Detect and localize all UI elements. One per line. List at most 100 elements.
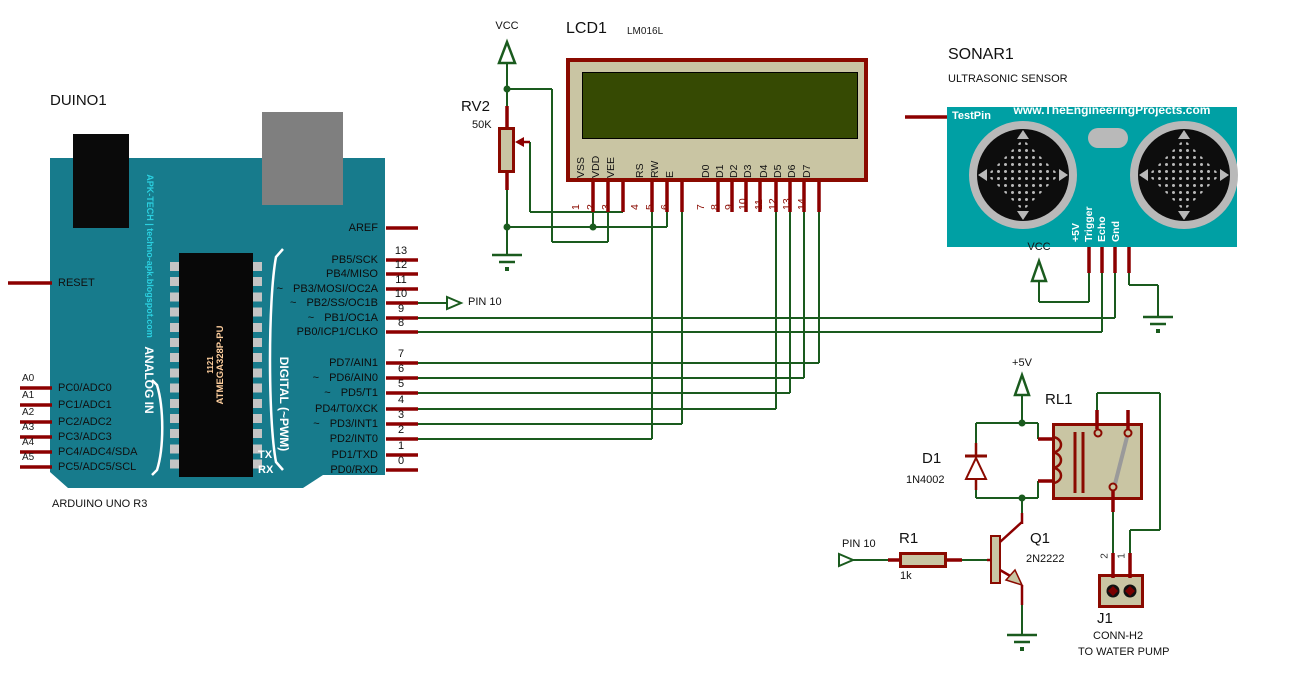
lcd-pin-name: D3 <box>742 164 754 178</box>
transistor-part: 2N2222 <box>1026 553 1065 565</box>
lcd-pin-name: RW <box>649 160 661 178</box>
analog-pin-name: A0 <box>22 373 35 384</box>
lcd-pin-number: 7 <box>695 204 707 210</box>
resistor-ref: R1 <box>899 530 919 547</box>
lcd-pin-name: D0 <box>700 164 712 178</box>
lcd-pin-number: 10 <box>737 198 749 210</box>
analog-pin-label: PC1/ADC1 <box>58 399 112 411</box>
pin-row-3: ~PD3/INT1 <box>313 418 378 430</box>
pin-row-9: ~PB1/OC1A <box>307 312 378 324</box>
pin-number: 0 <box>397 455 405 467</box>
lcd-pin-number: 14 <box>796 198 808 210</box>
net-arrow-icon <box>446 295 856 568</box>
sonar-pin-label: Echo <box>1096 216 1108 242</box>
lcd-pin-number: 2 <box>585 204 597 210</box>
lcd-pin-name: E <box>664 170 676 178</box>
analog-pin-name: A4 <box>22 437 35 448</box>
pot-ref: RV2 <box>461 98 490 115</box>
connector-body[interactable] <box>1098 574 1144 608</box>
pin-number: 11 <box>395 274 407 286</box>
arduino-usb-port <box>262 112 343 205</box>
lcd-pin-name: D2 <box>728 164 740 178</box>
diode-part: 1N4002 <box>906 474 945 486</box>
lcd-pin-number: 12 <box>767 198 779 210</box>
analog-pin-label: PC5/ADC5/SCL <box>58 461 137 473</box>
lcd-pin-number: 6 <box>659 204 671 210</box>
pin-number: 7 <box>397 348 405 360</box>
pin-number: 2 <box>397 424 405 436</box>
lcd-pin-name: D4 <box>758 164 770 178</box>
transistor-ref: Q1 <box>1030 530 1051 547</box>
sonar-ref: SONAR1 <box>948 46 1014 63</box>
chip-pins-right <box>253 262 262 474</box>
connector-pin-number: 1 <box>1116 553 1128 559</box>
ground-icon <box>1141 315 1175 335</box>
chip-pins-left <box>170 262 179 474</box>
pin-number: 6 <box>397 363 405 375</box>
connector-part: CONN-H2 <box>1093 630 1144 642</box>
lcd-pin-name: D5 <box>772 164 784 178</box>
pot-wiper-icon <box>515 137 530 147</box>
sonar-pin-label: +5V <box>1070 223 1082 242</box>
diode-symbol[interactable] <box>964 443 988 490</box>
relay-body[interactable] <box>1052 423 1143 500</box>
sonar-pin-label: Gnd <box>1110 221 1122 242</box>
connector-ref: J1 <box>1097 610 1113 627</box>
pin-number: 13 <box>394 245 408 257</box>
ground-icon <box>1005 633 1039 653</box>
lcd-pin-name: VSS <box>575 156 587 178</box>
pin-number: 12 <box>394 259 408 271</box>
analog-pin-name: A5 <box>22 452 35 463</box>
sonar-url: www.TheEngineeringProjects.com <box>1013 103 1211 117</box>
lcd-pin-name: VEE <box>605 156 617 178</box>
resistor-value: 1k <box>900 570 912 582</box>
net-label-pin10: PIN 10 <box>468 296 502 308</box>
pin-row-11: ~PB3/MOSI/OC2A <box>276 283 378 295</box>
pot-value: 50K <box>472 119 492 131</box>
resistor-body[interactable] <box>899 552 947 568</box>
pot-body[interactable] <box>498 127 515 173</box>
analog-pin-name: A1 <box>22 390 35 401</box>
lcd-pin-number: 8 <box>709 204 721 210</box>
pin-row-4: PD4/T0/XCK <box>315 403 378 415</box>
net-label-vcc: VCC <box>1027 241 1051 253</box>
pin-row-2: PD2/INT0 <box>329 433 378 445</box>
net-label-vcc: VCC <box>495 20 519 32</box>
lcd-pin-name: D6 <box>786 164 798 178</box>
pin-number: 1 <box>397 440 405 452</box>
pin-row-13: PB5/SCK <box>331 254 378 266</box>
transistor-symbol[interactable] <box>987 513 1024 605</box>
lcd-pin-number: 4 <box>629 204 641 210</box>
net-label-5v: +5V <box>1012 357 1032 369</box>
pin-row-6: ~PD6/AIN0 <box>312 372 378 384</box>
pin-row-10: ~PB2/SS/OC1B <box>290 297 378 309</box>
sonar-pin-label: Trigger <box>1083 206 1095 242</box>
pin-number: 4 <box>397 394 405 406</box>
lcd-screen <box>582 72 858 139</box>
lcd-pin-number: 9 <box>723 204 735 210</box>
analog-pin-label: PC3/ADC3 <box>58 431 112 443</box>
lcd-ref: LCD1 <box>566 20 607 37</box>
lcd-pin-name: D7 <box>801 164 813 178</box>
lcd-pin-number: 11 <box>753 199 765 210</box>
pin-row-12: PB4/MISO <box>326 268 378 280</box>
atmega-chip[interactable] <box>179 253 253 477</box>
pin-number: 5 <box>397 378 405 390</box>
pin-number: 8 <box>397 317 405 329</box>
ground-icon <box>490 253 524 273</box>
pin-row-8: PB0/ICP1/CLKO <box>296 326 378 338</box>
lcd-part: LM016L <box>627 26 664 37</box>
pin-number: 10 <box>394 288 408 300</box>
analog-pin-label: PC4/ADC4/SDA <box>58 446 138 458</box>
arduino-board-name: ARDUINO UNO R3 <box>52 498 148 510</box>
connector-pin-number: 2 <box>1099 553 1111 559</box>
pin-row-5: ~PD5/T1 <box>324 387 378 399</box>
arduino-aref-row: AREF <box>348 222 378 234</box>
pin-row-7: PD7/AIN1 <box>329 357 378 369</box>
analog-pin-label: PC0/ADC0 <box>58 382 112 394</box>
net-label-pin10: PIN 10 <box>842 538 876 550</box>
arduino-reset-label: RESET <box>58 277 95 289</box>
